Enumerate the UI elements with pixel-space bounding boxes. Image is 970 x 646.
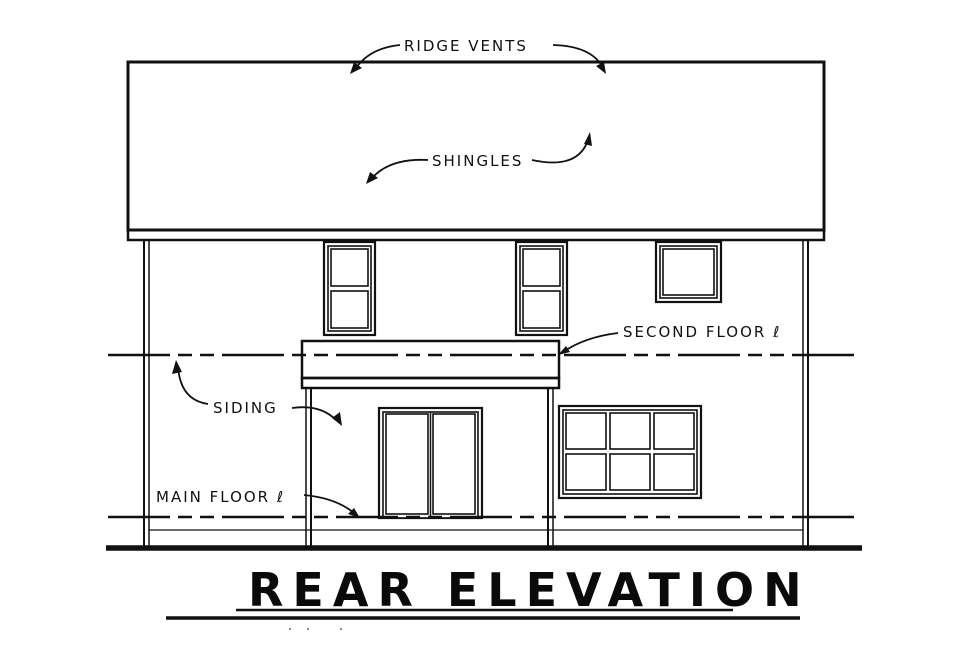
upper-window-left [322,240,377,337]
scale-marks [289,628,342,630]
patio-door [377,406,484,520]
siding-label: SIDING [213,399,278,417]
drawing-title: REAR ELEVATION [248,563,811,617]
main-floor-leader [303,494,360,518]
porch-posts [305,388,554,546]
porch-roof [300,339,561,390]
main-floor-label: MAIN FLOOR ℓ [156,488,285,506]
second-floor-label: SECOND FLOOR ℓ [623,323,781,341]
roof [126,60,826,242]
shingles-label: SHINGLES [432,152,523,170]
wall-edges [143,240,809,546]
second-floor-leader [558,332,619,355]
foundation [106,529,862,551]
lower-grid-window [557,404,703,500]
ridge-vents-leaders [350,44,606,74]
siding-leaders [172,360,342,426]
upper-window-right [654,240,723,304]
shingles-leaders [366,132,592,184]
ridge-vents-label: RIDGE VENTS [404,37,528,55]
upper-window-center [514,240,569,337]
